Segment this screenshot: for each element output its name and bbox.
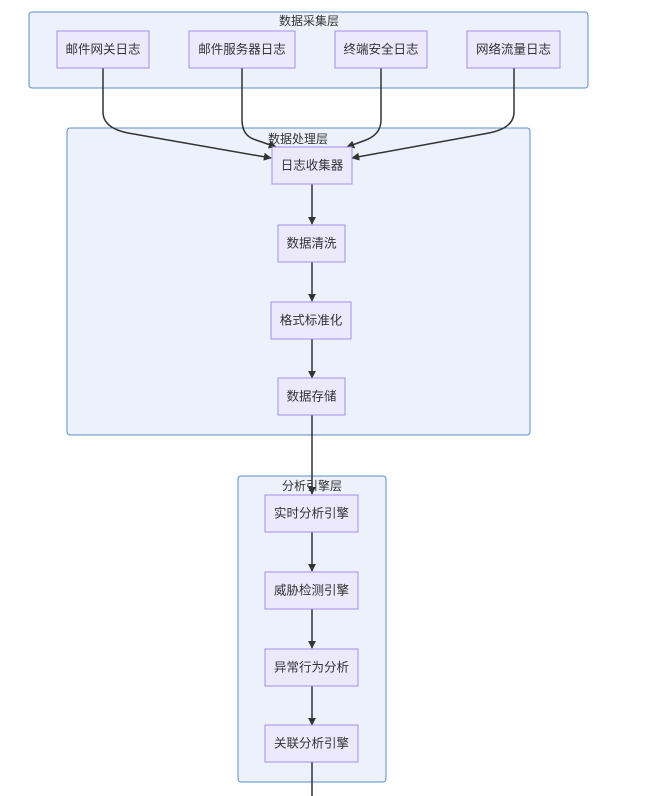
- node-network-traffic-log-box: [466, 30, 561, 69]
- cluster-collection-title: 数据采集层: [279, 13, 339, 28]
- node-threat-detection-engine-label: 威胁检测引擎: [274, 583, 349, 598]
- node-endpoint-security-log[interactable]: 终端安全日志: [334, 30, 428, 69]
- node-mail-server-log-label: 邮件服务器日志: [198, 42, 286, 57]
- edge-endpoint-to-collector: [346, 68, 382, 149]
- node-data-cleaning[interactable]: 数据清洗: [277, 224, 346, 263]
- cluster-processing-layer: 数据处理层: [66, 127, 531, 436]
- node-mail-server-log-box: [188, 30, 296, 69]
- node-network-traffic-log[interactable]: 网络流量日志: [466, 30, 561, 69]
- node-correlation-engine[interactable]: 关联分析引擎: [264, 724, 359, 763]
- cluster-collection-box: [28, 11, 589, 89]
- edge-network-to-collector: [351, 68, 515, 161]
- node-anomaly-behavior-analysis-box: [264, 648, 359, 687]
- node-realtime-engine[interactable]: 实时分析引擎: [264, 494, 359, 533]
- node-endpoint-security-log-label: 终端安全日志: [343, 42, 418, 57]
- edge-mail-gateway-to-collector: [102, 68, 272, 161]
- node-format-normalization-box: [270, 301, 352, 340]
- node-data-storage-label: 数据存储: [286, 389, 336, 404]
- node-data-storage-box: [277, 377, 346, 416]
- cluster-collection-layer: 数据采集层: [28, 11, 589, 89]
- node-log-collector-box: [271, 146, 353, 185]
- node-mail-server-log[interactable]: 邮件服务器日志: [188, 30, 296, 69]
- node-mail-gateway-log-box: [56, 30, 150, 69]
- node-anomaly-behavior-analysis[interactable]: 异常行为分析: [264, 648, 359, 687]
- node-mail-gateway-log-label: 邮件网关日志: [65, 42, 140, 57]
- node-log-collector-label: 日志收集器: [281, 158, 344, 173]
- node-correlation-engine-box: [264, 724, 359, 763]
- edge-mail-server-to-collector: [241, 68, 277, 149]
- node-data-cleaning-box: [277, 224, 346, 263]
- node-realtime-engine-box: [264, 494, 359, 533]
- node-format-normalization-label: 格式标准化: [280, 313, 343, 328]
- node-network-traffic-log-label: 网络流量日志: [476, 42, 551, 57]
- node-realtime-engine-label: 实时分析引擎: [274, 506, 349, 521]
- node-threat-detection-engine[interactable]: 威胁检测引擎: [264, 571, 359, 610]
- node-anomaly-behavior-analysis-label: 异常行为分析: [274, 660, 349, 675]
- node-mail-gateway-log[interactable]: 邮件网关日志: [56, 30, 150, 69]
- node-log-collector[interactable]: 日志收集器: [271, 146, 353, 185]
- edges-group: [102, 68, 515, 796]
- cluster-processing-box: [66, 127, 531, 436]
- node-correlation-engine-label: 关联分析引擎: [274, 736, 349, 751]
- node-endpoint-security-log-box: [334, 30, 428, 69]
- node-format-normalization[interactable]: 格式标准化: [270, 301, 352, 340]
- node-data-storage[interactable]: 数据存储: [277, 377, 346, 416]
- node-data-cleaning-label: 数据清洗: [286, 236, 337, 251]
- node-threat-detection-engine-box: [264, 571, 359, 610]
- cluster-processing-title: 数据处理层: [268, 131, 328, 146]
